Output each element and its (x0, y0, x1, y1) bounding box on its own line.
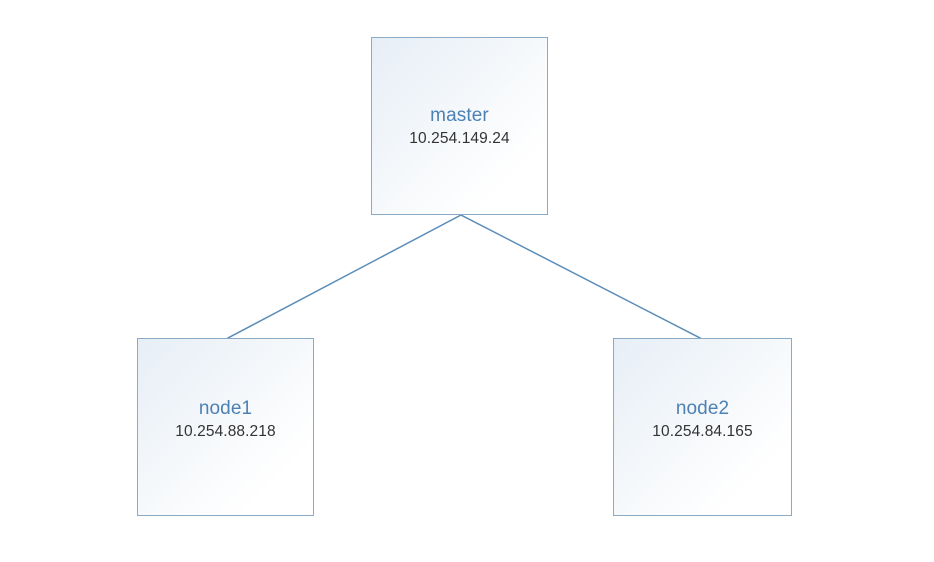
node-node1-name: node1 (198, 398, 253, 419)
node-node1-ip: 10.254.88.218 (175, 423, 276, 440)
node-master-ip: 10.254.149.24 (409, 130, 510, 147)
node-node1[interactable]: node1 10.254.88.218 (137, 338, 314, 516)
node-master[interactable]: master 10.254.149.24 (371, 37, 548, 215)
node-node2-ip: 10.254.84.165 (652, 423, 753, 440)
edge-master-to-node1 (226, 213, 463, 340)
node-master-name: master (430, 105, 489, 126)
edge-master-to-node2 (459, 213, 702, 340)
node-node2-name: node2 (675, 398, 730, 419)
node-node2[interactable]: node2 10.254.84.165 (613, 338, 792, 516)
